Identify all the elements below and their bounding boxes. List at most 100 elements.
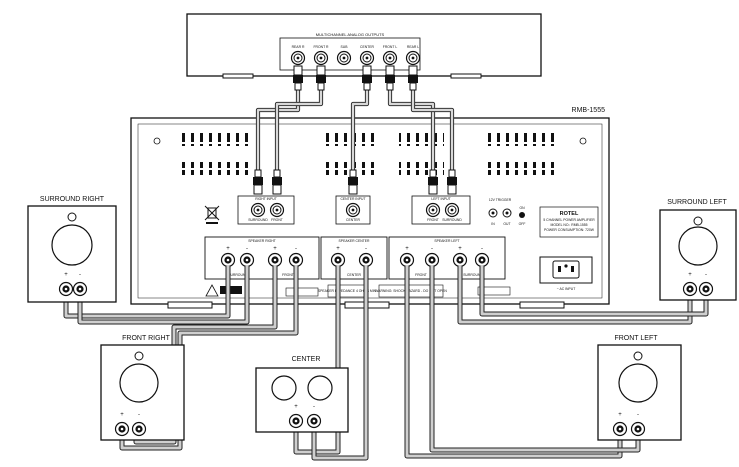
speaker-center-label: CENTER — [347, 273, 361, 277]
processor-output-label: REAR R — [292, 45, 305, 49]
speaker-terminal-plus[interactable] — [288, 413, 304, 429]
front-right-label: FRONT RIGHT — [122, 335, 170, 342]
polarity-mark: + — [226, 246, 230, 252]
surround-right-label: SURROUND RIGHT — [40, 196, 105, 203]
polarity-mark: - — [295, 246, 297, 252]
processor-outputs-title: MULTICHANNEL ANALOG OUTPUTS — [316, 32, 385, 37]
amp-binding-post[interactable] — [239, 252, 255, 268]
amp-binding-post[interactable] — [399, 252, 415, 268]
terminal-plus-mark: + — [294, 404, 298, 410]
amp-binding-post[interactable] — [424, 252, 440, 268]
amp-input-jack[interactable] — [250, 202, 266, 218]
speaker-terminal-minus[interactable] — [306, 413, 322, 429]
weee-bin-icon — [204, 205, 220, 224]
rating-label: ROTEL 5 CHANNEL POWER AMPLIFIER MODEL NO… — [539, 206, 599, 238]
amp-input-jack[interactable] — [444, 202, 460, 218]
input-panel-right: RIGHT INPUT SURROUND FRONT — [237, 195, 295, 225]
speaker-terminal-minus[interactable] — [630, 421, 646, 437]
center-impedance-notice: SPEAKER IMPEDANCE 4 OHMS MIN — [318, 289, 377, 293]
brand-logo: ROTEL — [560, 211, 579, 217]
rca-plug — [408, 65, 418, 91]
processor-output-label: CENTER — [360, 45, 374, 49]
ac-power-inlet[interactable]: ~ AC INPUT — [539, 256, 593, 291]
polarity-mark: + — [273, 246, 277, 252]
amp-binding-post[interactable] — [267, 252, 283, 268]
terminal-plus-mark: + — [688, 272, 692, 278]
polarity-mark: - — [246, 246, 248, 252]
input-right-front-label: FRONT — [271, 218, 283, 222]
amp-input-jack[interactable] — [345, 202, 361, 218]
amp-input-jack[interactable] — [269, 202, 285, 218]
power-consumption: POWER CONSUMPTION: 720W — [544, 228, 595, 232]
amp-binding-post[interactable] — [358, 252, 374, 268]
model-line: 5 CHANNEL POWER AMPLIFIER — [543, 218, 595, 222]
speaker-terminal-minus[interactable] — [698, 281, 714, 297]
center-label: CENTER — [292, 356, 321, 363]
input-left-surround-label: SURROUND — [442, 218, 462, 222]
power-inlet-label: ~ AC INPUT — [557, 287, 576, 291]
processor-output-jack[interactable] — [359, 50, 375, 66]
amp-input-jack[interactable] — [425, 202, 441, 218]
terminal-minus-mark: - — [637, 412, 639, 418]
polarity-mark: + — [405, 246, 409, 252]
input-center-label: CENTER — [346, 218, 360, 222]
amp-binding-post[interactable] — [288, 252, 304, 268]
speaker-wire — [404, 266, 623, 459]
processor-output-jack[interactable] — [336, 50, 352, 66]
amplifier-model-label: RMB-1555 — [572, 107, 606, 114]
processor-output-jack[interactable] — [405, 50, 421, 66]
polarity-mark: + — [458, 246, 462, 252]
speaker-terminal-plus[interactable] — [58, 281, 74, 297]
speaker-terminal-minus[interactable] — [131, 421, 147, 437]
rca-plug — [293, 65, 303, 91]
input-right-surround-label: SURROUND — [248, 218, 268, 222]
terminal-plus-mark: + — [618, 412, 622, 418]
input-left-title: LEFT INPUT — [431, 197, 450, 201]
terminal-minus-mark: - — [313, 404, 315, 410]
rca-plug — [272, 169, 282, 195]
speaker-terminal-plus[interactable] — [114, 421, 130, 437]
amp-binding-post[interactable] — [452, 252, 468, 268]
rca-cable — [410, 87, 455, 173]
speaker-wire — [77, 266, 250, 325]
rca-plug — [385, 65, 395, 91]
speaker-terminal-plus[interactable] — [612, 421, 628, 437]
terminal-minus-mark: - — [79, 272, 81, 278]
trigger-in-label: IN — [491, 222, 495, 226]
speaker-terminal-plus[interactable] — [682, 281, 698, 297]
terminal-minus-mark: - — [705, 272, 707, 278]
trigger-title: 12V TRIGGER — [489, 198, 512, 202]
speaker-left-title: SPEAKER LEFT — [434, 239, 459, 243]
speaker-left-front-label: FRONT — [415, 273, 427, 277]
speaker-wire — [429, 266, 641, 453]
amplifier-unit: RMB-1555 RIGHT INPUT SURROUND FRONT CENT… — [130, 107, 610, 309]
terminal-plus-mark: + — [120, 412, 124, 418]
amp-binding-post[interactable] — [220, 252, 236, 268]
amp-binding-post[interactable] — [474, 252, 490, 268]
amplifier-input-jacks — [250, 202, 460, 218]
input-panel-left: LEFT INPUT FRONT SURROUND — [411, 195, 471, 225]
amplifier-speaker-terminals: +-+-+-+-+- — [220, 246, 490, 268]
speaker-wire — [63, 266, 231, 319]
processor-output-jack[interactable] — [313, 50, 329, 66]
processor-output-jack[interactable] — [290, 50, 306, 66]
processor-output-label: FRONT L — [383, 45, 398, 49]
trigger-switch[interactable] — [519, 212, 525, 218]
trigger-panel: 12V TRIGGER IN OUT ON OFF — [488, 198, 525, 226]
speaker-terminal-minus[interactable] — [72, 281, 88, 297]
trigger-out-label: OUT — [503, 222, 510, 226]
amp-foot-left — [167, 301, 213, 309]
terminal-minus-mark: - — [138, 412, 140, 418]
amp-binding-post[interactable] — [330, 252, 346, 268]
rca-plug — [253, 169, 263, 195]
input-center-title: CENTER INPUT — [340, 197, 365, 201]
front-left-label: FRONT LEFT — [614, 335, 658, 342]
input-panel-center: CENTER INPUT CENTER — [335, 195, 371, 225]
processor-output-jack[interactable] — [382, 50, 398, 66]
rca-plug — [362, 65, 372, 91]
polarity-mark: + — [336, 246, 340, 252]
processor-output-label: FRONT R — [313, 45, 329, 49]
speaker-wire — [479, 266, 709, 317]
